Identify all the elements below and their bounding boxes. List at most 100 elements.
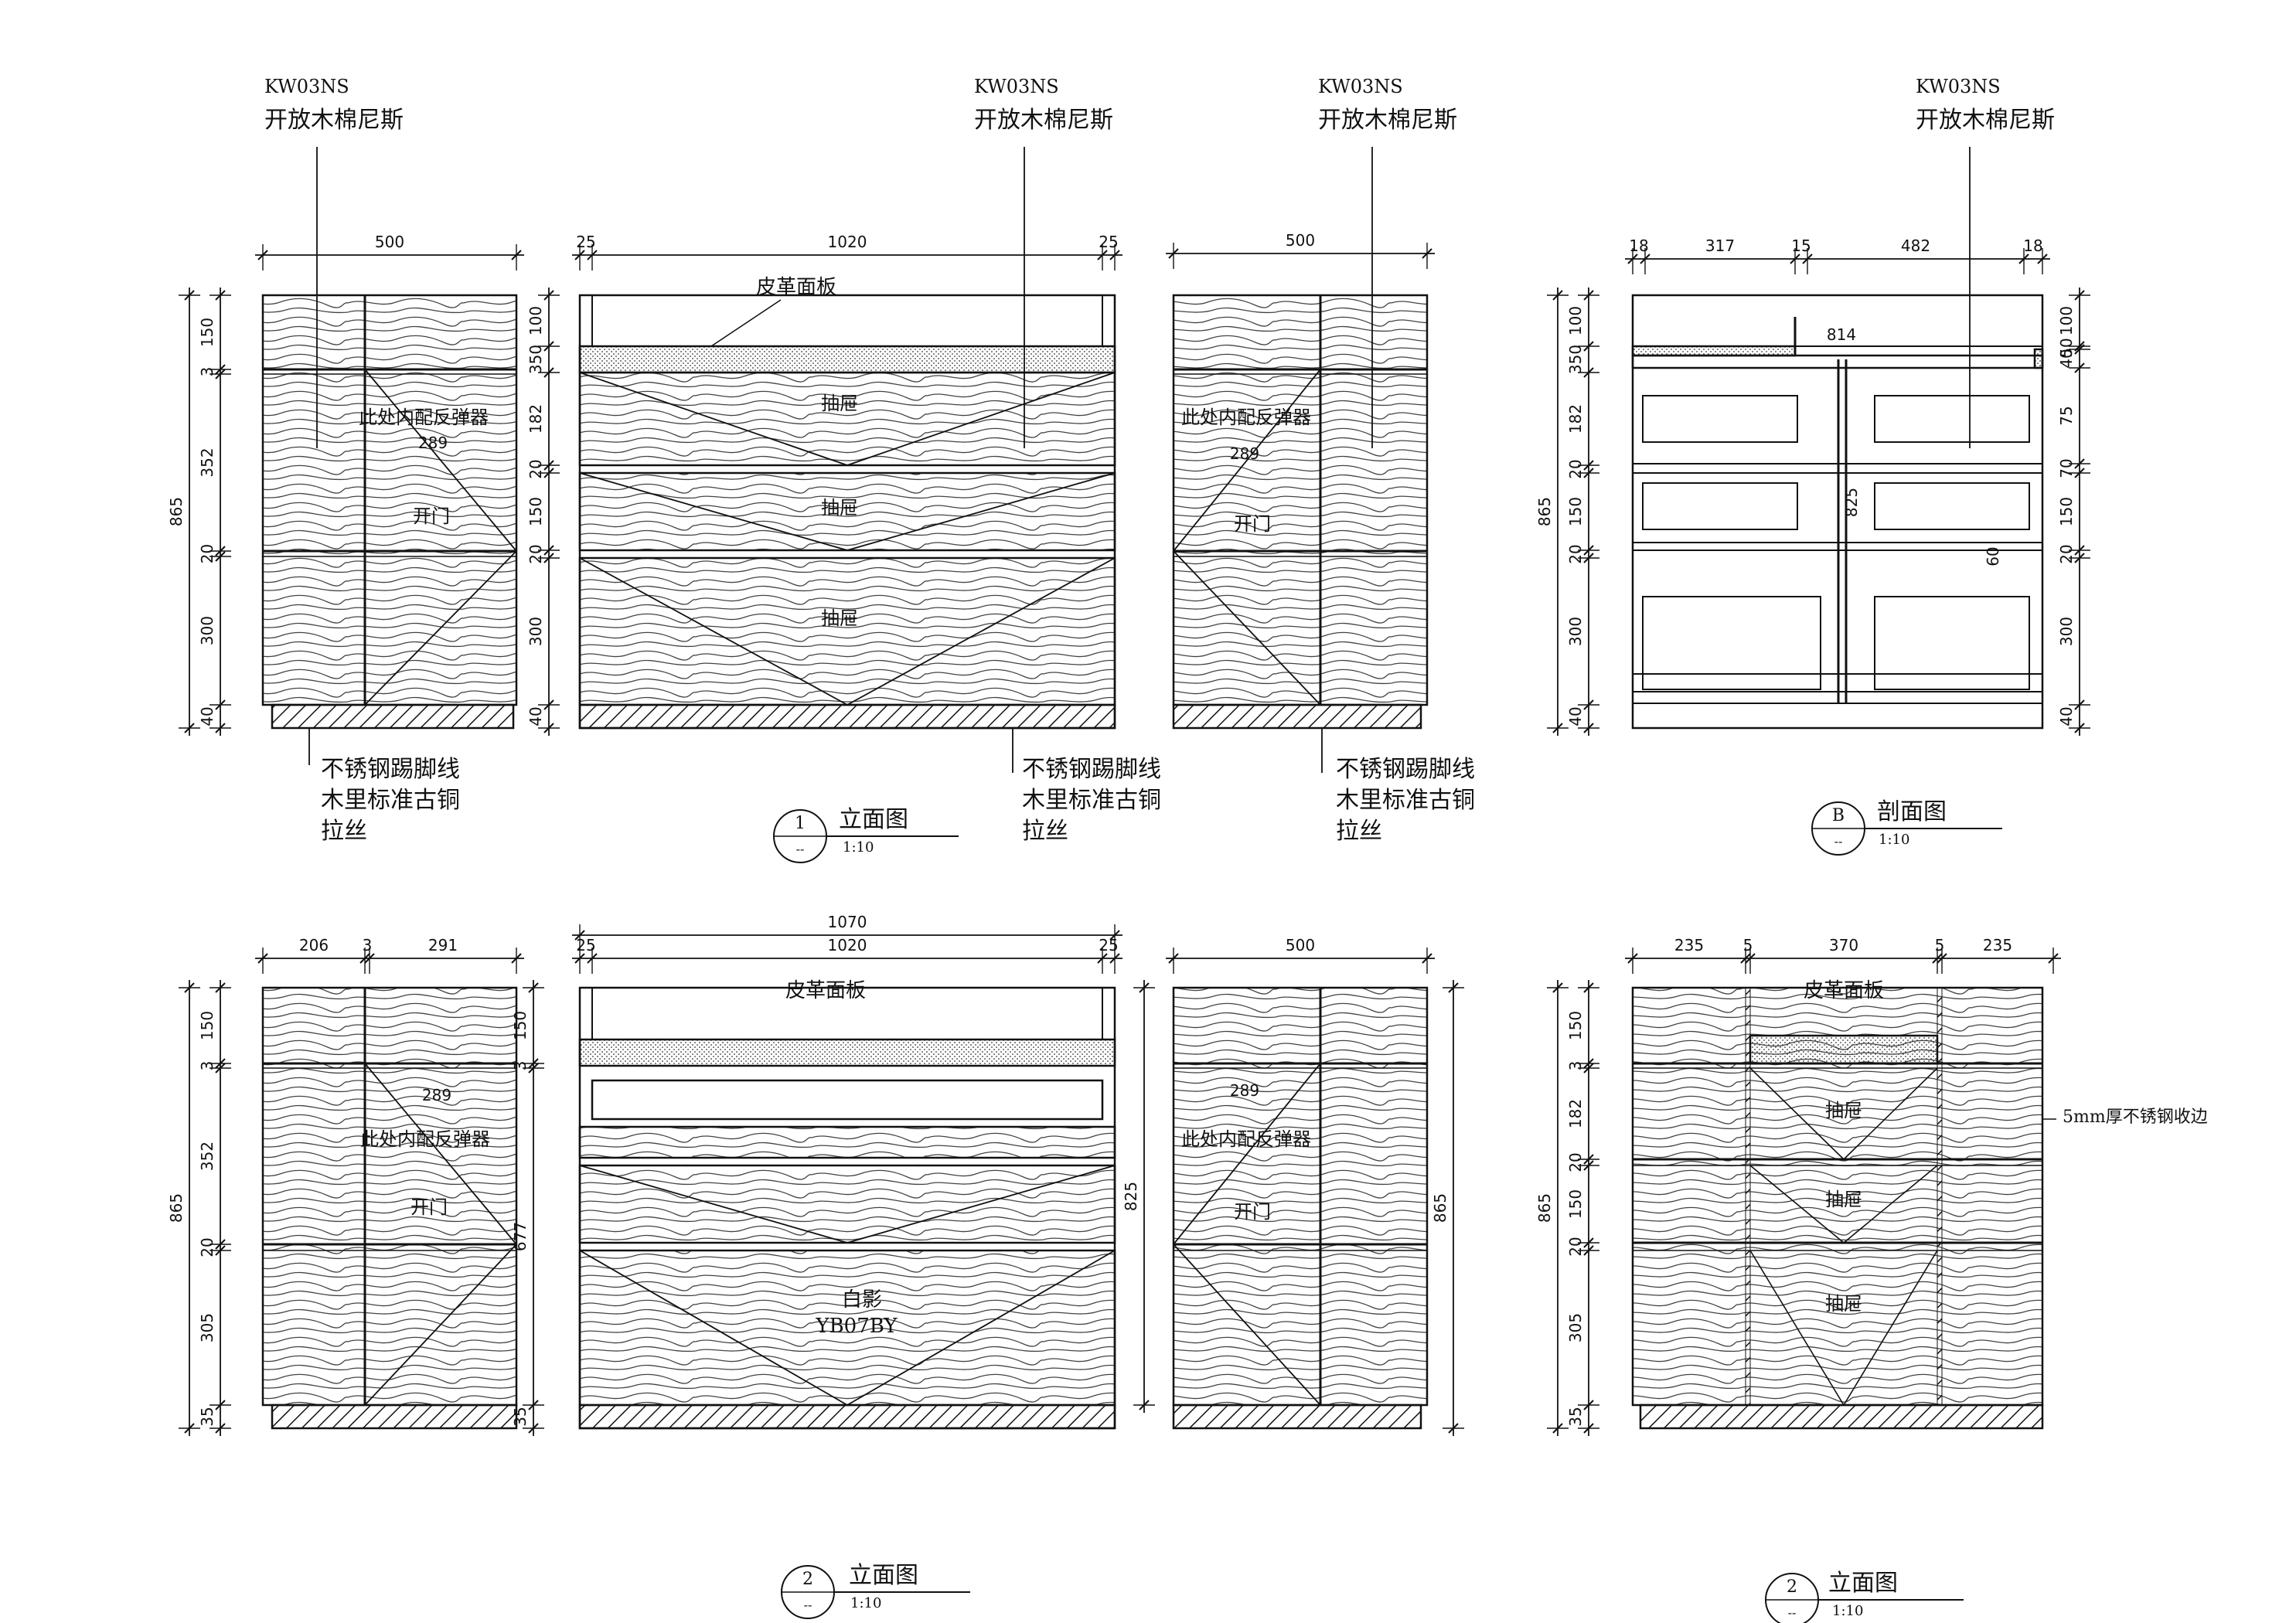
dimension-value: 20 [1566, 1152, 1585, 1172]
door-swing-line [364, 550, 517, 706]
dimension-value: 5 [1743, 936, 1753, 954]
title-name: 剖面图 [1877, 798, 1947, 825]
dimension-value: 500 [1286, 231, 1315, 250]
title-scale: 1:10 [850, 1595, 881, 1611]
drawer-diagonal [847, 557, 1116, 706]
door-label: 开门 [1234, 1201, 1271, 1223]
kick-line-label: 木里标准古铜 [1336, 787, 1475, 814]
dimension-value: 865 [1431, 1193, 1449, 1223]
dimension-value: 20 [198, 1237, 216, 1257]
cabinet-left-panel [261, 986, 518, 1407]
drawer-label: 抽屉 [821, 497, 858, 519]
dimension-value: 25 [576, 936, 595, 954]
title-scale: 1:10 [1879, 832, 1909, 848]
dimension-value: 150 [2057, 497, 2076, 526]
dimension-value: 500 [1286, 936, 1315, 954]
rebound-note: 此处内配反弹器 [1181, 407, 1311, 428]
title-number: B [1832, 806, 1845, 825]
dimension-value: 35 [198, 1407, 216, 1426]
kick-line-label: 不锈钢踢脚线 [1336, 756, 1475, 783]
dimension-value: 150 [198, 318, 216, 347]
dimension-value: 289 [1230, 444, 1259, 463]
kick-plate [1172, 1404, 1422, 1430]
kick-plate [1172, 703, 1422, 730]
title-number: 1 [795, 814, 806, 833]
drawer-diagonal [847, 1165, 1116, 1244]
section-compartment [1874, 395, 2030, 443]
dimension-value: 25 [1099, 233, 1118, 251]
dimension-value: 370 [1829, 936, 1858, 954]
dimension-value: 20 [198, 544, 216, 563]
drawer-diagonal [1843, 1067, 1938, 1160]
dimension-value: 865 [167, 1193, 186, 1223]
drawer-front [578, 471, 1116, 552]
dimension-value: 35 [1566, 1407, 1585, 1426]
title-sub: -- [804, 1597, 812, 1612]
leader-line [710, 299, 782, 347]
dimension-value: 60 [1984, 546, 2002, 566]
dimension-value: 100 [1566, 306, 1585, 335]
kick-line-label: 木里标准古铜 [1022, 787, 1161, 814]
drawer-diagonal [1749, 1067, 1845, 1160]
dimension-value: 25 [576, 233, 595, 251]
title-number: 2 [1787, 1577, 1797, 1597]
dimension-value: 40 [1566, 706, 1585, 726]
dimension-value: 3 [198, 1061, 216, 1071]
leather-panel [578, 1038, 1116, 1067]
title-scale: 1:10 [843, 839, 874, 856]
drawer-diagonal [579, 557, 848, 706]
dimension-value: 305 [198, 1313, 216, 1342]
door-swing-line [364, 369, 517, 552]
section-compartment [1642, 596, 1821, 690]
dimension-value: 235 [1983, 936, 2012, 954]
dimension-value: 150 [526, 497, 545, 526]
dimension-value: 25 [1099, 936, 1118, 954]
dimension-value: 150 [511, 1011, 530, 1040]
dimension-value: 3 [198, 367, 216, 377]
material-name: 开放木棉尼斯 [264, 107, 404, 134]
door-swing-line [1173, 1063, 1321, 1245]
dimension-value: 20 [2057, 544, 2076, 563]
dimension-value: 350 [526, 345, 545, 374]
cabinet-right-panel [1172, 294, 1429, 706]
title-sub: -- [1788, 1605, 1797, 1620]
dimension-value: 3 [363, 936, 373, 954]
cabinet-left-panel [261, 294, 518, 706]
leather-panel-label: 皮革面板 [756, 276, 836, 299]
material-code: KW03NS [264, 76, 349, 97]
kick-plate [578, 1404, 1116, 1430]
dimension-value: 3 [511, 1061, 530, 1071]
kick-line-label: 拉丝 [321, 818, 367, 845]
drawer-diagonal [1843, 1250, 1938, 1406]
cabinet-right-panel [1172, 986, 1429, 1407]
drawer-diagonal [1749, 1250, 1845, 1406]
section-compartment [1642, 395, 1798, 443]
dimension-value: 150 [1566, 1011, 1585, 1040]
dimension-value: 5 [1935, 936, 1945, 954]
material-code: KW03NS [1916, 76, 2001, 97]
dimension-value: 18 [2023, 236, 2042, 255]
section-compartment [1642, 482, 1798, 530]
drawer-label: 抽屉 [821, 393, 858, 414]
drawer-label: 抽屉 [821, 607, 858, 629]
drawer-front [578, 1249, 1116, 1407]
dimension-value: 289 [1230, 1081, 1259, 1100]
dimension-value: 100 [2057, 306, 2076, 335]
dimension-value: 182 [1566, 1099, 1585, 1128]
drawer-diagonal [847, 472, 1116, 551]
drawer-diagonal [1749, 1165, 1845, 1244]
dimension-value: 70 [2057, 458, 2076, 478]
dimension-value: 677 [511, 1222, 530, 1251]
dimension-value: 20 [526, 544, 545, 563]
dimension-value: 40 [2057, 706, 2076, 726]
dimension-value: 40 [526, 706, 545, 726]
material-name: 开放木棉尼斯 [974, 107, 1113, 134]
dimension-value: 291 [428, 936, 458, 954]
material-name: 开放木棉尼斯 [1916, 107, 2055, 134]
leather-top [1631, 345, 1797, 357]
dimension-value: 20 [526, 459, 545, 478]
dimension-value: 20 [1566, 544, 1585, 563]
drawer-front [578, 1164, 1116, 1244]
dimension-value: 40 [2057, 349, 2076, 368]
section-compartment [1874, 482, 2030, 530]
